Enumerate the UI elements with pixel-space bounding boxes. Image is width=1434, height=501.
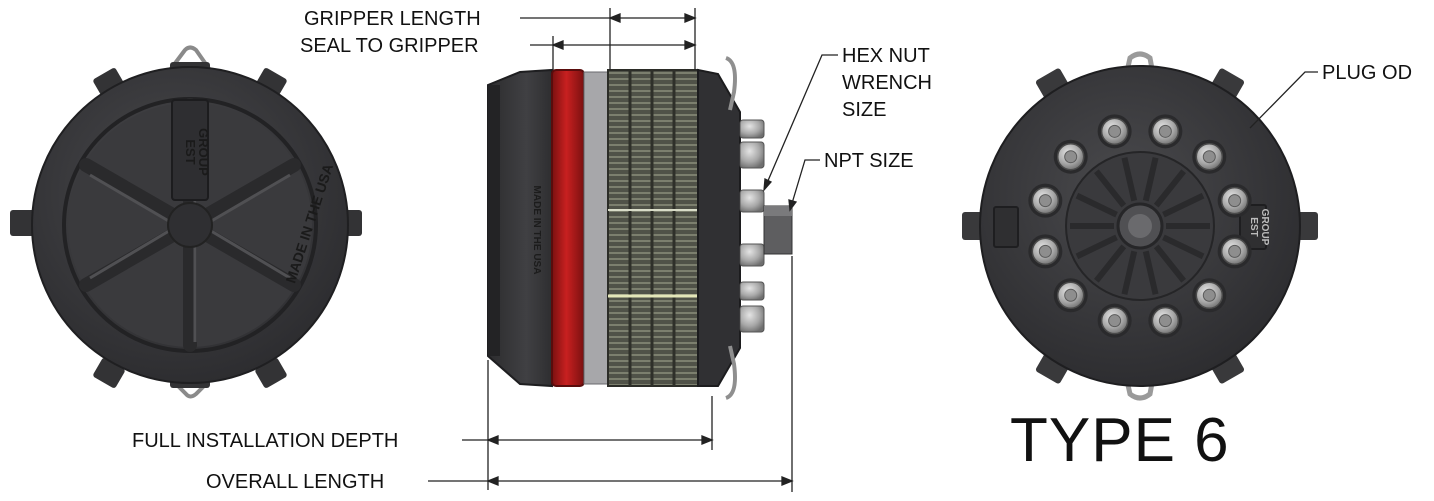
back-bolts: [1028, 114, 1252, 338]
front-view: [10, 45, 362, 399]
back-logo-line2: GROUP: [1259, 209, 1270, 246]
back-bolt: [1148, 114, 1183, 149]
label-seal-to-gripper: SEAL TO GRIPPER: [300, 35, 479, 57]
back-rib: [1075, 234, 1118, 260]
back-rib: [1094, 244, 1127, 283]
back-bolt: [1028, 234, 1063, 269]
label-overall-length: OVERALL LENGTH: [206, 471, 385, 493]
front-logo-line2: GROUP: [196, 128, 211, 176]
back-logo-plate-right: [1239, 204, 1267, 250]
back-logo-plate-left: [993, 206, 1019, 248]
front-logo-plate: [171, 99, 209, 201]
front-logo-line1: EST: [183, 139, 198, 164]
back-loop-bottom: [1115, 339, 1163, 401]
label-full-installation-depth: FULL INSTALLATION DEPTH: [132, 430, 399, 452]
drawing-title: TYPE 6: [1010, 406, 1230, 475]
back-ribs: [1070, 157, 1210, 295]
back-bolt: [1097, 114, 1132, 149]
back-bolt: [1192, 139, 1227, 174]
back-rib: [1075, 192, 1118, 218]
red-seal: [551, 69, 585, 387]
back-rib: [1142, 250, 1159, 295]
back-rib: [1142, 157, 1159, 202]
side-back-plate: [697, 68, 741, 387]
label-plug-od: PLUG OD: [1322, 62, 1413, 84]
label-hex-nut-line1: HEX NUT: [842, 45, 930, 67]
back-bolt: [1148, 303, 1183, 338]
side-bolts: [739, 119, 765, 333]
side-body-text: MADE IN THE USA: [531, 186, 542, 275]
side-view: [487, 56, 793, 400]
dimension-lines: [428, 8, 1318, 492]
back-rib: [1153, 244, 1186, 283]
back-rib: [1162, 234, 1205, 260]
back-bolt: [1217, 234, 1252, 269]
back-view: [962, 51, 1318, 401]
label-npt-size: NPT SIZE: [824, 150, 914, 172]
label-gripper-length: GRIPPER LENGTH: [304, 8, 481, 30]
lift-loop-bottom: [170, 378, 212, 399]
back-logo-line1: EST: [1248, 217, 1259, 236]
back-loop-top: [1115, 51, 1163, 113]
back-bolt: [1053, 139, 1088, 174]
lift-loop-top: [168, 45, 212, 72]
back-rib: [1121, 157, 1138, 202]
back-bolt: [1097, 303, 1132, 338]
back-rib: [1162, 192, 1205, 218]
back-bolt: [1217, 183, 1252, 218]
label-hex-nut-line3: SIZE: [842, 99, 887, 121]
spacer-ring: [583, 71, 609, 385]
back-bolt: [1192, 278, 1227, 313]
label-hex-nut-line2: WRENCH: [842, 72, 932, 94]
back-bolt: [1028, 183, 1063, 218]
back-rib: [1121, 250, 1138, 295]
back-bolt: [1053, 278, 1088, 313]
back-rib: [1153, 169, 1186, 208]
back-rib: [1094, 169, 1127, 208]
